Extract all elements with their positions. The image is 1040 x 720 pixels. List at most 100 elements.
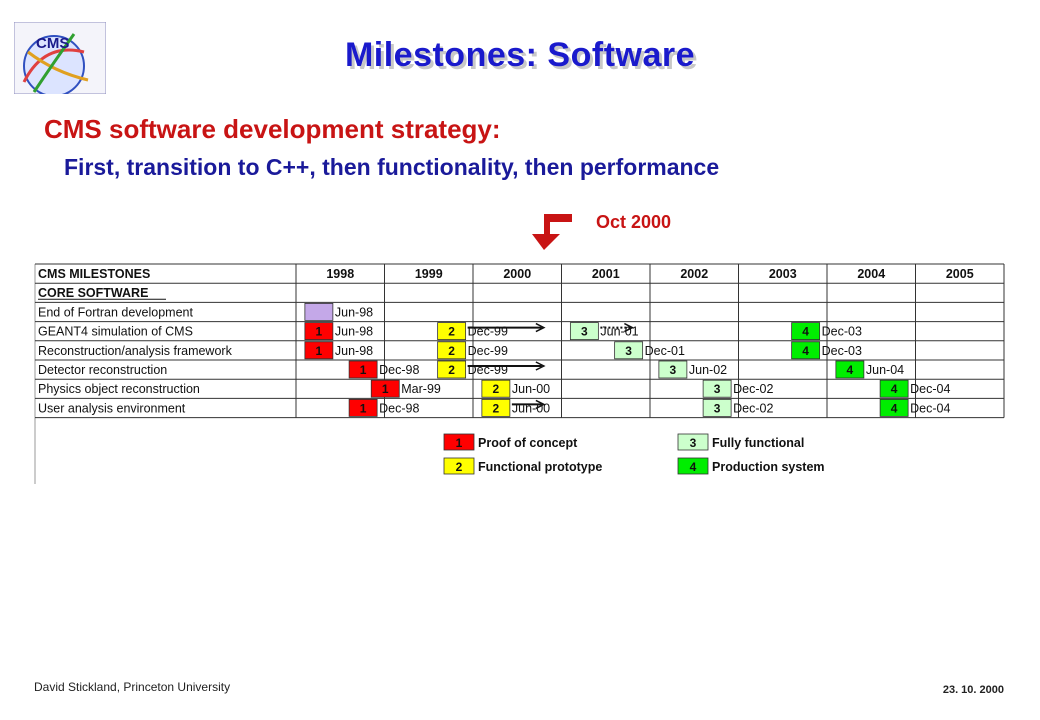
legend-swatch <box>443 433 475 451</box>
year-label: 1998 <box>326 267 354 281</box>
legend-label: Fully functional <box>712 436 804 450</box>
milestone-level: 1 <box>360 363 367 377</box>
footer-date: 23. 10. 2000 <box>942 684 1004 696</box>
milestone-box <box>702 398 732 417</box>
page-title: Milestones: Software <box>344 36 696 74</box>
milestone-box <box>791 322 821 340</box>
milestone-box <box>348 360 378 379</box>
legend-swatch <box>443 457 475 475</box>
milestone-date: Dec-03 <box>822 344 862 358</box>
row-label: End of Fortran development <box>38 305 193 319</box>
milestone-date: Dec-98 <box>379 363 419 377</box>
milestone-level: 4 <box>847 363 854 377</box>
milestone-date: Mar-99 <box>401 382 441 396</box>
milestone-box <box>304 341 334 360</box>
milestone-level: 2 <box>493 401 500 415</box>
milestone-date: Dec-99 <box>468 344 508 358</box>
legend-level: 3 <box>690 436 697 450</box>
milestone-level: 2 <box>448 325 455 339</box>
year-label: 2005 <box>946 267 974 281</box>
milestone-box <box>437 341 467 360</box>
table-header-label: CMS MILESTONES <box>38 267 150 281</box>
year-label: 1999 <box>415 267 443 281</box>
section-label: CORE SOFTWARE <box>38 286 148 300</box>
milestone-date: Dec-03 <box>822 325 862 339</box>
milestone-level: 3 <box>714 401 721 415</box>
milestone-level: 2 <box>493 382 500 396</box>
logo-label: CMS <box>36 35 69 52</box>
milestone-level: 3 <box>670 363 677 377</box>
milestone-box <box>835 360 865 379</box>
legend-label: Production system <box>712 460 825 474</box>
milestone-date: Dec-98 <box>379 401 419 415</box>
milestone-level: 4 <box>802 344 809 358</box>
legend-label: Functional prototype <box>478 460 602 474</box>
milestone-date: Jun-98 <box>335 325 373 339</box>
milestone-box <box>569 322 599 340</box>
legend-level: 2 <box>456 460 463 474</box>
milestone-box <box>437 360 467 379</box>
milestone-level: 3 <box>625 344 632 358</box>
legend-swatch <box>677 433 709 451</box>
milestone-level: 1 <box>360 401 367 415</box>
year-label: 2002 <box>680 267 708 281</box>
milestone-date: Dec-04 <box>910 401 950 415</box>
milestone-box <box>481 379 511 398</box>
milestone-level: 3 <box>581 325 588 339</box>
milestone-date: Jun-98 <box>335 344 373 358</box>
legend-label: Proof of concept <box>478 436 578 450</box>
milestone-level: 4 <box>802 325 809 339</box>
milestone-box <box>370 379 400 398</box>
down-arrow-icon <box>532 214 572 250</box>
milestone-date: Dec-02 <box>733 382 773 396</box>
slip-arrow-head <box>624 322 635 333</box>
row-label: GEANT4 simulation of CMS <box>38 325 193 339</box>
subtitle: CMS software development strategy: <box>44 114 501 144</box>
milestone-date: Dec-01 <box>645 344 685 358</box>
milestone-level: 1 <box>316 344 323 358</box>
legend-level: 4 <box>690 460 697 474</box>
year-label: 2000 <box>503 267 531 281</box>
milestone-box <box>879 379 909 398</box>
milestone-level: 4 <box>891 382 898 396</box>
milestone-box <box>437 322 467 340</box>
footer-author: David Stickland, Princeton University <box>34 680 231 694</box>
milestone-box <box>304 322 334 340</box>
year-label: 2003 <box>769 267 797 281</box>
milestone-box <box>879 398 909 417</box>
milestone-date: Jun-00 <box>512 382 550 396</box>
legend-level: 1 <box>456 436 463 450</box>
milestone-date: Jun-98 <box>335 305 373 319</box>
slip-arrow-head <box>535 361 546 371</box>
milestone-date: Jun-04 <box>866 363 904 377</box>
milestone-box <box>658 360 688 379</box>
milestone-box <box>614 341 644 360</box>
row-label: User analysis environment <box>38 401 186 415</box>
cms-logo: CMS <box>14 22 106 94</box>
strategy-text: First, transition to C++, then functiona… <box>64 154 720 180</box>
row-label: Reconstruction/analysis framework <box>38 344 233 358</box>
milestone-date: Dec-02 <box>733 401 773 415</box>
milestone-box <box>348 398 378 417</box>
milestone-level: 2 <box>448 344 455 358</box>
milestone-chart: CMS MILESTONES 1998 1999 2000 2001 2002 2003 20… <box>34 263 1005 484</box>
milestone-box <box>702 379 732 398</box>
slip-arrow-head <box>535 322 546 333</box>
milestone-box <box>481 398 511 417</box>
legend-swatch <box>677 457 709 475</box>
milestone-box <box>304 303 334 321</box>
milestone-level: 1 <box>382 382 389 396</box>
milestone-level: 2 <box>448 363 455 377</box>
milestone-level: 4 <box>891 401 898 415</box>
marker-label: Oct 2000 <box>596 212 672 232</box>
milestone-level: 1 <box>316 325 323 339</box>
row-label: Detector reconstruction <box>38 363 167 377</box>
milestone-level: 3 <box>714 382 721 396</box>
milestone-box <box>791 341 821 360</box>
year-label: 2004 <box>857 267 885 281</box>
row-label: Physics object reconstruction <box>38 382 200 396</box>
milestone-date: Jun-02 <box>689 363 727 377</box>
slip-arrow-head <box>535 399 546 410</box>
year-label: 2001 <box>592 267 620 281</box>
milestone-date: Dec-04 <box>910 382 950 396</box>
